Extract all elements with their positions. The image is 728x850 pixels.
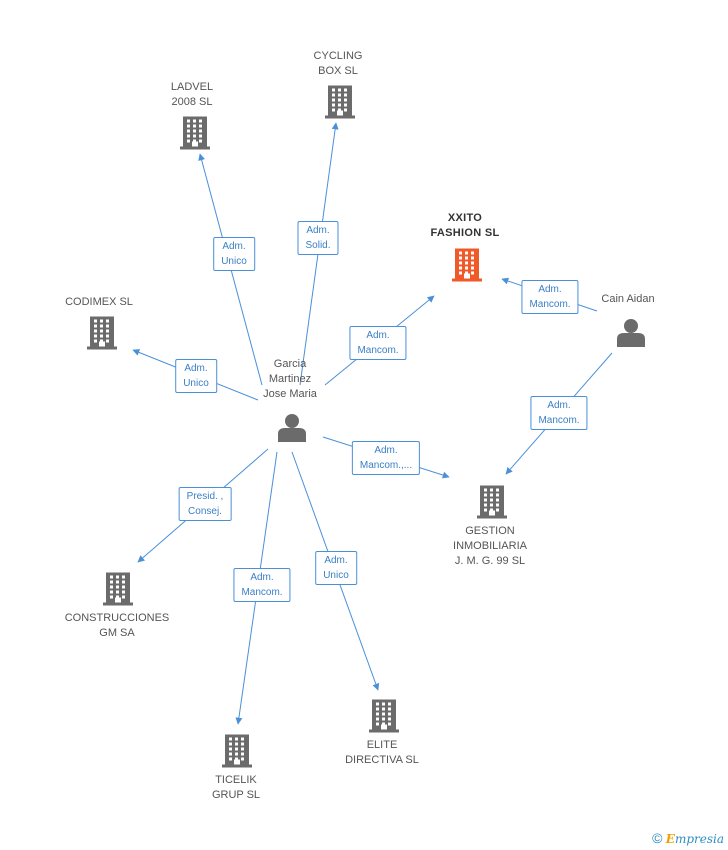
edge-label-garcia-ladvel[interactable]: Adm.Unico	[213, 237, 255, 271]
building-icon-construcciones[interactable]	[103, 572, 133, 606]
building-icon-elite[interactable]	[369, 699, 399, 733]
edge-label-garcia-elite[interactable]: Adm.Unico	[315, 551, 357, 585]
building-icon-ladvel[interactable]	[180, 116, 210, 150]
node-label-codimex[interactable]: CODIMEX SL	[65, 296, 133, 308]
brand-logo: Empresia	[665, 832, 724, 846]
building-icon-ticelik[interactable]	[222, 734, 252, 768]
person-icon-garcia[interactable]	[278, 414, 306, 442]
building-icon-cycling[interactable]	[325, 85, 355, 119]
edge-label-garcia-codimex[interactable]: Adm.Unico	[175, 359, 217, 393]
building-icon-codimex[interactable]	[87, 316, 117, 350]
copyright-icon: ©	[652, 830, 663, 846]
edge-label-garcia-construcciones[interactable]: Presid. ,Consej.	[178, 487, 232, 521]
building-icon-gestion[interactable]	[477, 485, 507, 519]
edge-label-cain-gestion[interactable]: Adm.Mancom.	[530, 396, 588, 430]
edge-label-cain-xxito[interactable]: Adm.Mancom.	[521, 280, 579, 314]
edge-label-garcia-xxito[interactable]: Adm.Mancom.	[349, 326, 407, 360]
edge-label-garcia-cycling[interactable]: Adm.Solid.	[297, 221, 339, 255]
person-icon-cain[interactable]	[617, 319, 645, 347]
footer-brand[interactable]: © Empresia	[652, 830, 724, 846]
edge-label-garcia-ticelik[interactable]: Adm.Mancom.	[233, 568, 291, 602]
edge-label-garcia-gestion[interactable]: Adm.Mancom.,...	[351, 441, 421, 475]
node-label-cain[interactable]: Cain Aidan	[601, 293, 655, 305]
building-icon-xxito[interactable]	[452, 248, 482, 282]
